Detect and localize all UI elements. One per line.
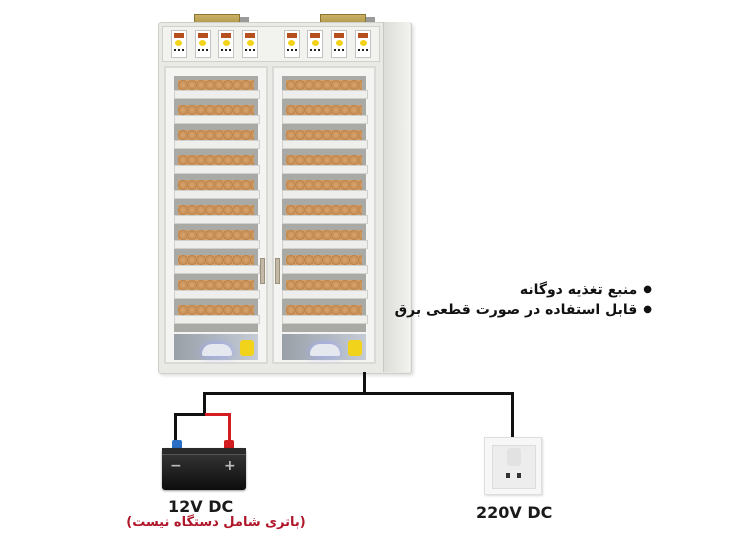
wall-outlet: [484, 437, 542, 495]
controller-unit: [170, 30, 187, 58]
battery-voltage-label: 12V DC: [168, 497, 234, 516]
battery-not-included-note: (باتری شامل دستگاه نیست): [126, 515, 306, 530]
hatcher-compartment: [282, 334, 366, 360]
incubator-cabinet: [158, 14, 412, 374]
negative-wire-drop: [174, 413, 177, 442]
outlet-voltage-label: 220V DC: [476, 503, 553, 522]
controller-unit: [307, 30, 324, 58]
negative-terminal: [172, 440, 182, 450]
feature-outage-use: قابل استفاده در صورت قطعی برق: [395, 300, 652, 320]
controller-unit: [242, 30, 259, 58]
feature-list: منبع تغذیه دوگانه قابل استفاده در صورت ق…: [395, 280, 652, 320]
controller-unit: [355, 30, 371, 58]
main-cable: [363, 372, 366, 394]
controller-panel: [162, 26, 380, 62]
plug-icon: [507, 448, 521, 466]
hatcher-compartment: [174, 334, 258, 360]
egg-tray-stack: [282, 76, 368, 332]
negative-wire: [174, 413, 206, 416]
door-left: [164, 66, 268, 364]
egg-tray-stack: [174, 76, 260, 332]
battery: − +: [162, 440, 246, 490]
positive-wire: [205, 413, 231, 416]
controller-unit: [283, 30, 300, 58]
controller-unit: [194, 30, 211, 58]
distribution-cable: [203, 392, 514, 395]
controller-unit: [331, 30, 348, 58]
door-right: [272, 66, 376, 364]
minus-icon: −: [170, 458, 182, 474]
battery-cable-drop: [203, 392, 206, 415]
door-handle: [260, 258, 265, 284]
positive-wire-drop: [228, 413, 231, 442]
outlet-cable: [511, 392, 514, 445]
door-handle: [275, 258, 280, 284]
plus-icon: +: [224, 458, 236, 474]
controller-unit: [218, 30, 235, 58]
feature-dual-power: منبع تغذیه دوگانه: [430, 280, 652, 300]
positive-terminal: [224, 440, 234, 450]
